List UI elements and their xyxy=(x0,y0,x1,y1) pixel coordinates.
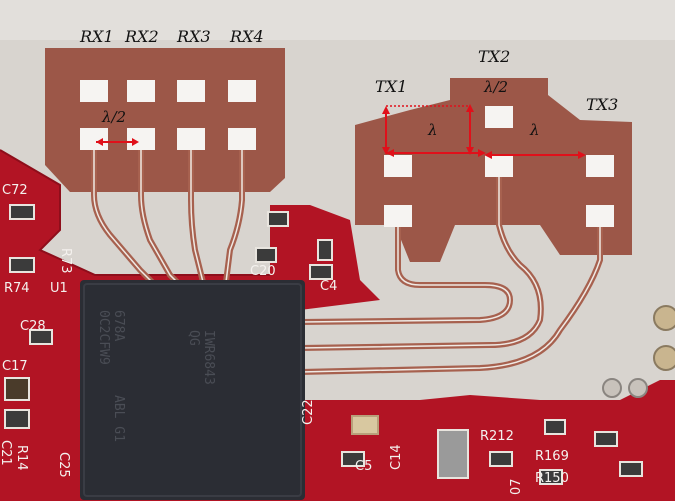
silk-c20: C20 xyxy=(250,264,276,279)
pcb-edge xyxy=(0,149,270,276)
chip-marking-batch: ABL G1 xyxy=(111,395,126,442)
rx3-top-pad xyxy=(177,80,205,102)
silk-c28: C28 xyxy=(20,319,46,334)
tx-labels: TX1 TX2 TX3 xyxy=(375,47,618,114)
silk-r74: R74 xyxy=(4,281,30,296)
rx1-top-pad xyxy=(80,80,108,102)
silk-r73: R73 xyxy=(58,248,73,274)
rx4-top-pad xyxy=(228,80,256,102)
radar-chip xyxy=(80,280,305,500)
silk-r212: R212 xyxy=(480,429,514,444)
silk-c22: C22 xyxy=(301,399,316,425)
tx-pads xyxy=(384,106,614,227)
tx1-bottom-pad xyxy=(384,205,412,227)
silk-c25: C25 xyxy=(56,452,71,478)
rx4-label: RX4 xyxy=(229,27,264,46)
board-highlight xyxy=(0,0,675,40)
tx3-bottom-pad xyxy=(586,205,614,227)
rx2-bottom-pad xyxy=(127,128,155,150)
chip-marking-grade: QG xyxy=(186,330,201,346)
tx2-label: TX2 xyxy=(478,47,510,66)
silk-r169: R169 xyxy=(535,449,569,464)
tx-spacing-left-label: λ xyxy=(427,121,438,139)
rx3-bottom-pad xyxy=(177,128,205,150)
silk-r14: R14 xyxy=(14,445,29,471)
tx-trace-highlights xyxy=(299,177,601,373)
rx-spacing-label: λ/2 xyxy=(101,108,126,126)
silk-u1: U1 xyxy=(50,281,68,296)
chip-marking-code: 678A xyxy=(111,310,126,341)
silk-c72: C72 xyxy=(2,183,28,198)
rx1-bottom-pad xyxy=(80,128,108,150)
silk-c21: C21 xyxy=(0,440,13,466)
dimension-annotations xyxy=(96,104,586,159)
silk-c17: C17 xyxy=(2,359,28,374)
silk-r150: R150 xyxy=(535,471,569,486)
rx-antenna-copper xyxy=(45,48,285,192)
chip-marking-lot: 0C2CFW9 xyxy=(96,310,111,365)
smd-components xyxy=(4,204,675,485)
silk-c5: C5 xyxy=(355,459,372,474)
rx1-label: RX1 xyxy=(79,27,114,46)
tx1-top-pad xyxy=(384,155,412,177)
tx-spacing-right-label: λ xyxy=(529,121,540,139)
tx-offset-label: λ/2 xyxy=(483,78,508,96)
rx-labels: RX1 RX2 RX3 RX4 xyxy=(79,27,264,46)
chip-edge xyxy=(83,283,302,497)
tx2-top-pad xyxy=(485,106,513,128)
silkscreen-labels: C72 R73 R74 U1 C28 C17 C21 R14 C25 C20 C… xyxy=(0,183,569,495)
chip-markings: IWR6843 QG 0C2CFW9 678A ABL G1 xyxy=(96,310,216,442)
rx2-label: RX2 xyxy=(124,27,159,46)
tx2-bottom-pad xyxy=(485,155,513,177)
rx4-bottom-pad xyxy=(228,128,256,150)
rx2-top-pad xyxy=(127,80,155,102)
dimension-labels: λ/2 λ/2 λ λ xyxy=(101,78,540,139)
silk-c4: C4 xyxy=(320,279,337,294)
rx3-label: RX3 xyxy=(176,27,211,46)
rx-trace-highlights xyxy=(93,150,243,291)
tx3-label: TX3 xyxy=(586,95,618,114)
silk-07: 07 xyxy=(509,478,524,495)
silk-c14: C14 xyxy=(389,444,404,470)
tx1-label: TX1 xyxy=(375,77,407,96)
chip-marking-part: IWR6843 xyxy=(201,330,216,385)
tx3-top-pad xyxy=(586,155,614,177)
